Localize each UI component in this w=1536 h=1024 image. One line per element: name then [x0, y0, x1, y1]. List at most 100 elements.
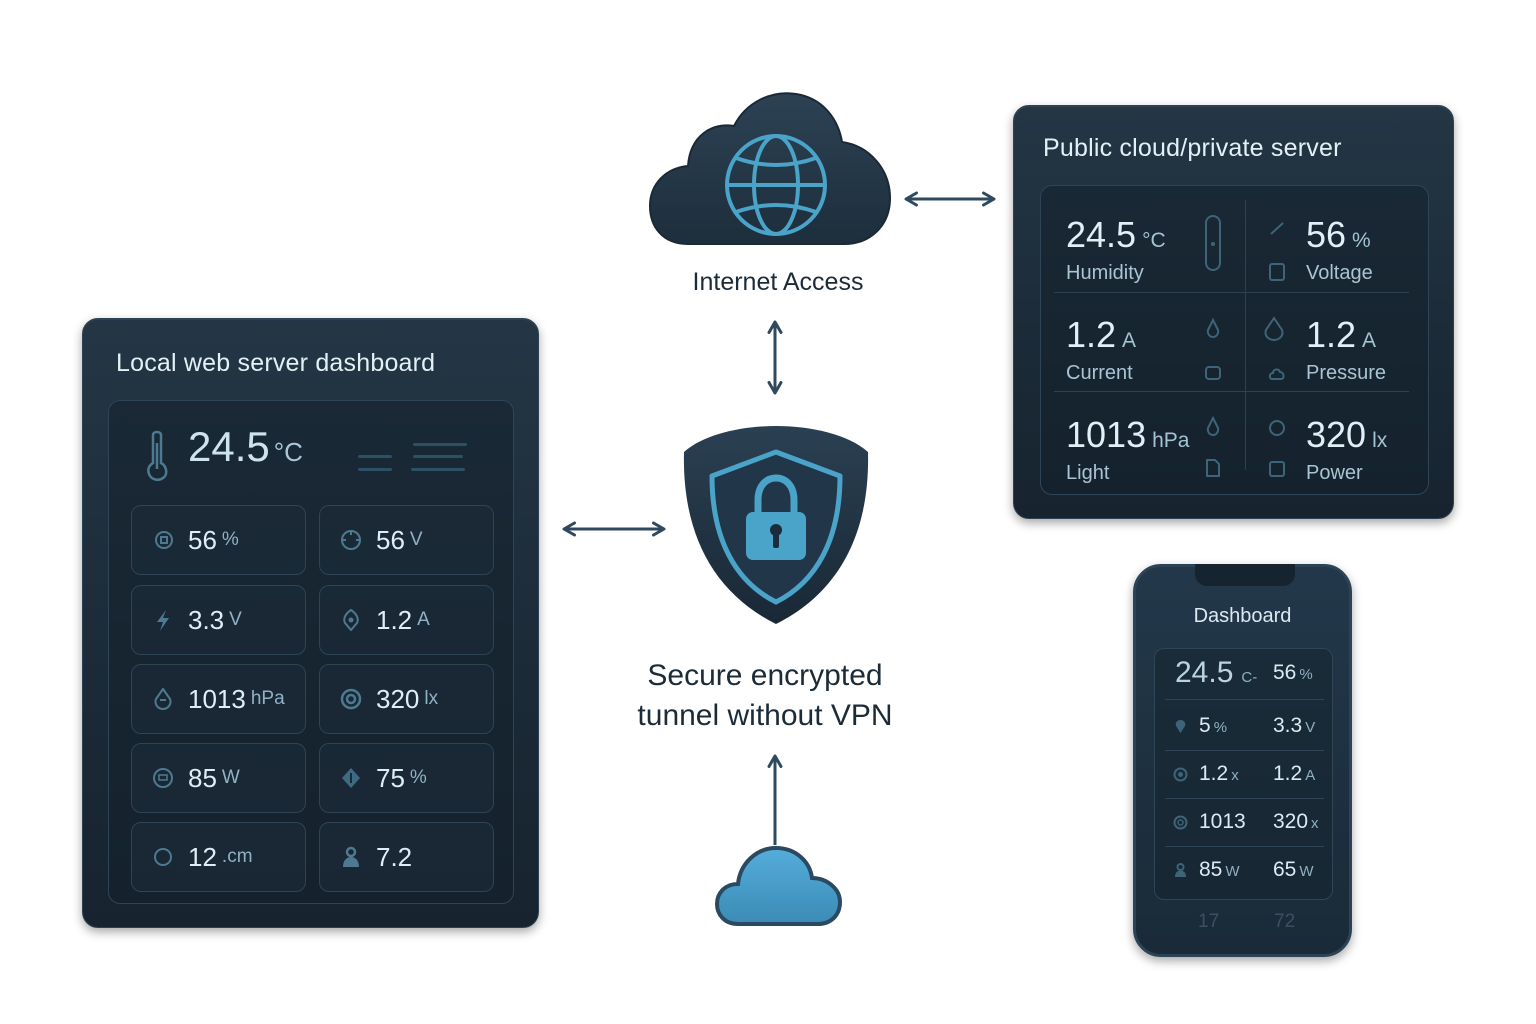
phone-value: 5: [1199, 714, 1211, 737]
tile-value: 56: [188, 524, 217, 555]
phone-unit: %: [1299, 666, 1313, 683]
decorative-lines: [353, 439, 473, 479]
metric-unit: %: [1352, 229, 1371, 252]
meter-icon: [1269, 263, 1285, 281]
metric-label: Voltage: [1306, 262, 1373, 284]
tile-unit: lx: [424, 688, 439, 709]
metric-label: Current: [1066, 362, 1133, 384]
local-dashboard-panel: Local web server dashboard 24.5 °C 56 % …: [82, 318, 539, 928]
metric-label: Light: [1066, 462, 1110, 484]
temperature-unit: °C: [273, 437, 303, 467]
person-icon: [1175, 862, 1186, 877]
tile-unit: .cm: [221, 846, 253, 867]
metric-unit: A: [1122, 329, 1137, 352]
light-icon: [340, 688, 362, 710]
file-icon: [1206, 459, 1220, 477]
sensor-bar-icon: [1205, 215, 1221, 271]
sensor-tile[interactable]: 56 %: [131, 505, 306, 575]
pencil-icon: [1270, 222, 1284, 235]
local-dashboard-title: Local web server dashboard: [116, 349, 436, 377]
temperature-value: 24.5: [188, 423, 270, 470]
globe-cloud-icon: [648, 92, 892, 245]
target-icon: [155, 531, 173, 549]
phone-unit: W: [1225, 863, 1240, 880]
metric-label: Power: [1306, 462, 1363, 484]
internet-access-label: Internet Access: [692, 268, 864, 296]
person-icon: [343, 846, 359, 867]
phone-value: 1.2: [1199, 762, 1229, 785]
phone-value: 3.3: [1273, 714, 1303, 737]
phone-value: 1.2: [1273, 762, 1303, 785]
cloud-small-icon: [1268, 368, 1285, 380]
tunnel-label: Secure encrypted tunnel without VPN: [610, 656, 920, 736]
phone-notch: [1195, 564, 1295, 586]
sensor-tile[interactable]: 12 .cm: [131, 822, 306, 892]
light-icon: [1269, 420, 1285, 436]
phone-unit: V: [1305, 719, 1316, 736]
phone-unit: C-: [1241, 669, 1258, 686]
tile-value: 1013: [188, 683, 246, 714]
metric-cell[interactable]: 24.5°C Humidity: [1040, 196, 1230, 294]
sensor-tile[interactable]: 1.2 A: [319, 585, 494, 655]
tile-value: 7.2: [376, 841, 413, 872]
metric-unit: A: [1362, 329, 1377, 352]
tile-unit: %: [409, 767, 427, 788]
target-icon: [1173, 815, 1188, 829]
tile-unit: hPa: [250, 688, 285, 709]
tile-value: 85: [188, 762, 217, 793]
sensor-tile[interactable]: 7.2: [319, 822, 494, 892]
tile-unit: W: [221, 767, 240, 788]
drop-icon: [1206, 318, 1220, 338]
metric-unit: °C: [1142, 229, 1166, 252]
metric-cell[interactable]: 56% Voltage: [1269, 196, 1470, 294]
tile-value: 3.3: [188, 604, 225, 635]
tunnel-label-line1: Secure encrypted: [647, 659, 883, 692]
metric-label: Pressure: [1306, 362, 1387, 384]
tile-unit: %: [221, 529, 239, 550]
phone-faded-value: 17: [1198, 911, 1220, 932]
drop-icon: [154, 688, 172, 710]
distance-icon: [154, 848, 172, 866]
sensor-tile[interactable]: 3.3 V: [131, 585, 306, 655]
metric-value: 1.2: [1306, 314, 1357, 355]
tile-value: 1.2: [376, 604, 413, 635]
metric-value: 1.2: [1066, 314, 1117, 355]
phone-value: 56: [1273, 661, 1297, 684]
phone-unit: x: [1231, 767, 1239, 784]
phone-unit: x: [1311, 815, 1319, 832]
location-pin-icon: [1175, 719, 1186, 733]
cloud-server-body: [1040, 185, 1429, 495]
metric-unit: hPa: [1152, 429, 1190, 452]
tile-value: 12: [188, 841, 217, 872]
phone-unit: A: [1305, 767, 1316, 784]
sensor-tile[interactable]: 56 V: [319, 505, 494, 575]
power-icon: [153, 768, 173, 788]
tile-value: 75: [376, 762, 405, 793]
shield-lock-icon: [683, 426, 869, 624]
phone-faded-row: 17 72: [1136, 911, 1349, 939]
tile-unit: V: [409, 529, 423, 550]
sensor-tile[interactable]: 320 lx: [319, 664, 494, 734]
sensor-tile[interactable]: 75 %: [319, 743, 494, 813]
metric-value: 24.5: [1066, 214, 1137, 255]
sensor-tile[interactable]: 1013 hPa: [131, 664, 306, 734]
pin-icon: [343, 609, 359, 631]
metric-unit: lx: [1372, 429, 1388, 452]
phone-value: 1013: [1199, 810, 1246, 833]
gauge-icon: [341, 530, 361, 550]
phone-unit: %: [1213, 719, 1228, 736]
tile-value: 56: [376, 524, 405, 555]
metric-label: Humidity: [1066, 262, 1144, 284]
sensor-tile[interactable]: 85 W: [131, 743, 306, 813]
